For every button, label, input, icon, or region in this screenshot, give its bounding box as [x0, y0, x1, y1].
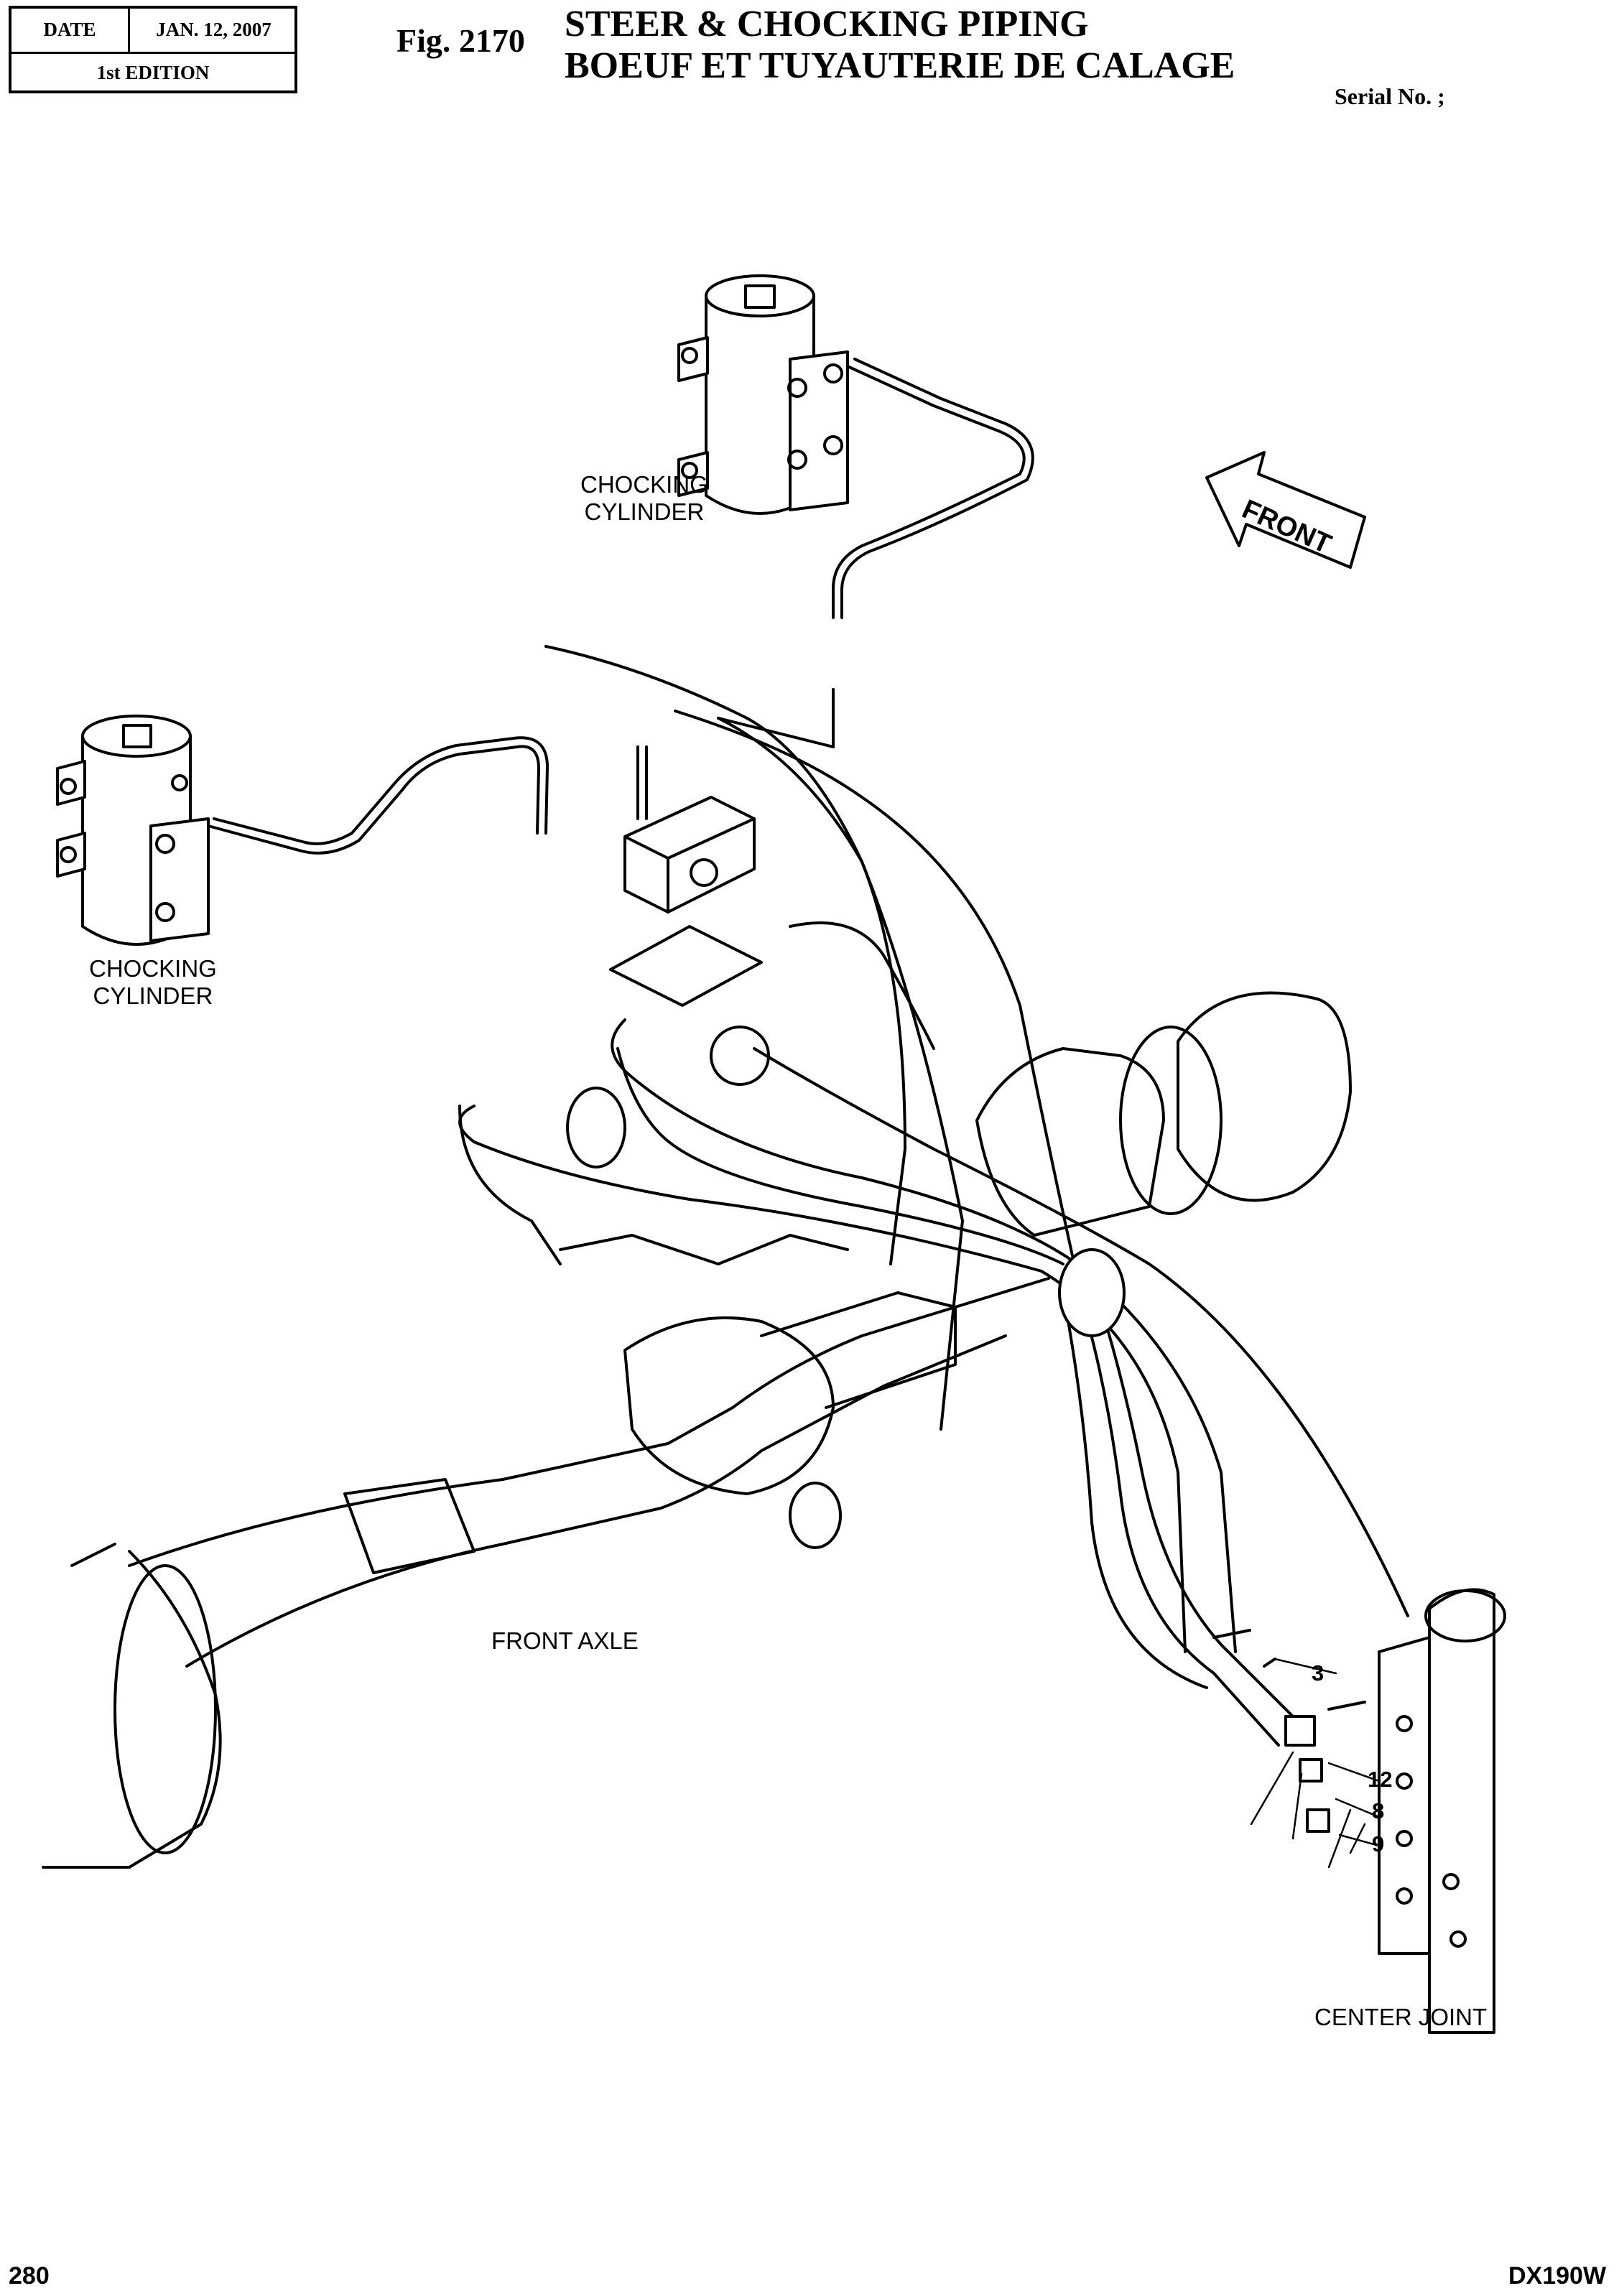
axle-hub-right [975, 991, 1352, 1237]
chocking-cylinder-top [677, 274, 849, 515]
center-joint [1378, 1588, 1506, 2034]
figure-number: Fig. 2170 [396, 22, 525, 59]
title-french: BOEUF ET TUYAUTERIE DE CALAGE [565, 45, 1235, 86]
label-front-axle: FRONT AXLE [491, 1627, 639, 1654]
header-row [11, 9, 294, 54]
front-axle [42, 1234, 1050, 1869]
date-value: JAN. 12, 2007 [156, 19, 272, 40]
edition-label: 1st EDITION [96, 62, 210, 83]
label-chocking-cylinder-top-line2: CYLINDER [584, 498, 705, 525]
label-chocking-cylinder-top: CHOCKING CYLINDER [580, 471, 708, 526]
label-chocking-cylinder-left-line2: CYLINDER [93, 982, 213, 1009]
callout-9: 9 [1372, 1831, 1385, 1856]
label-chocking-cylinder-left-line1: CHOCKING [89, 955, 217, 982]
label-chocking-cylinder-left: CHOCKING CYLINDER [89, 955, 217, 1010]
valve-block [609, 745, 763, 1007]
chocking-cylinder-left [56, 715, 210, 946]
header-separator [128, 9, 130, 52]
label-center-joint: CENTER JOINT [1314, 2004, 1488, 2030]
callout-3: 3 [1312, 1660, 1325, 1686]
model-number: DX190W [1508, 2262, 1607, 2290]
serial-number: Serial No. ; [1335, 83, 1445, 109]
callout-8: 8 [1372, 1798, 1385, 1823]
header-box: DATE JAN. 12, 2007 1st EDITION [9, 6, 297, 93]
callout-leaders [1274, 1658, 1381, 1847]
pipes [207, 358, 1409, 1747]
label-chocking-cylinder-top-line1: CHOCKING [580, 471, 708, 498]
date-label: DATE [43, 19, 96, 40]
callout-12: 12 [1368, 1767, 1393, 1792]
title-english: STEER & CHOCKING PIPING [565, 4, 1089, 45]
front-arrow [1205, 451, 1366, 569]
page-number: 280 [9, 2262, 50, 2290]
fittings [1212, 1629, 1366, 1869]
